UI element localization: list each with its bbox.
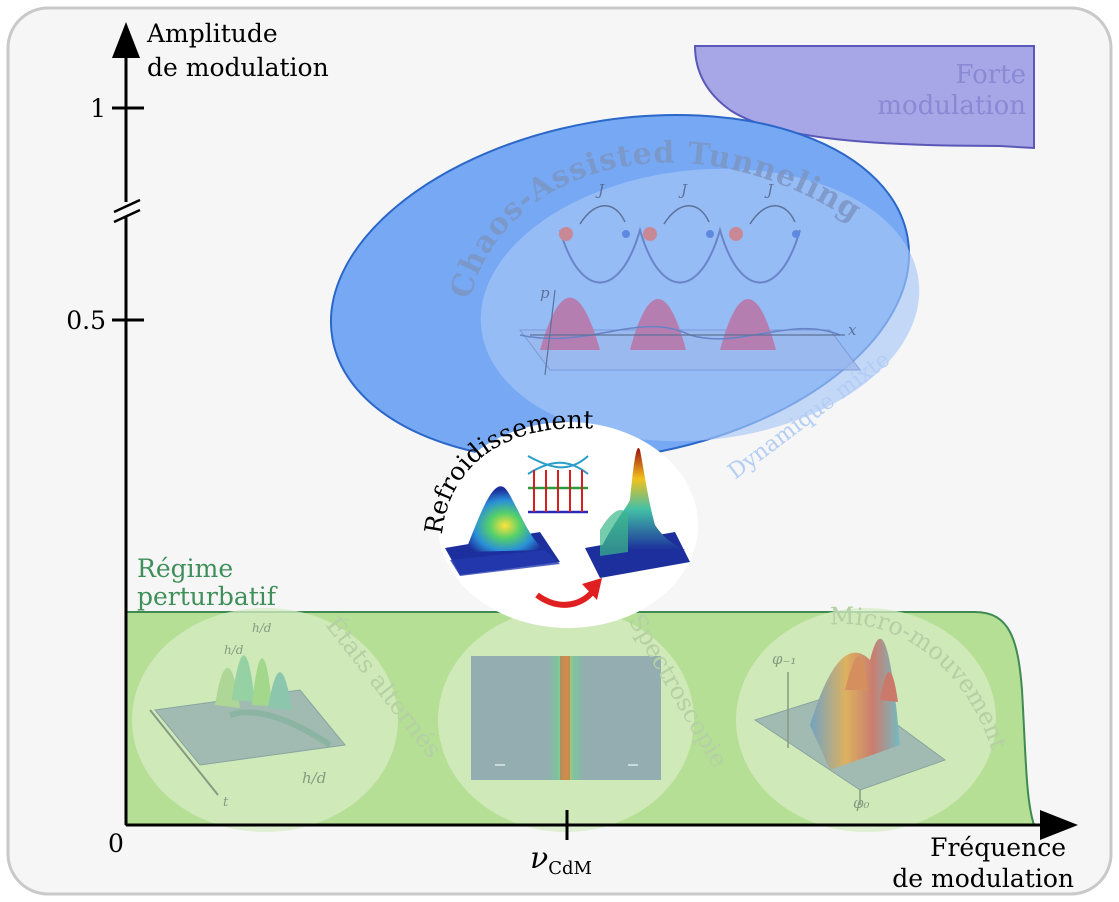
origin-label: 0 [108,829,124,858]
x-axis-label-2: de modulation [892,864,1074,893]
cooling-before-plot [445,486,560,576]
etats-plot: t h/d h/d h/d [149,621,346,810]
y-tick-05-label: 0.5 [66,306,106,335]
cat-j-3: J [764,181,774,199]
phi-m1-label: φ₋₁ [772,650,796,668]
forte-label: Forte [955,60,1026,90]
phi-0-label: φ₀ [853,794,870,812]
t-axis-label: t [223,795,229,810]
hd-label-1: h/d [224,643,244,657]
cooling-arrow-head [582,578,602,600]
cat-j-1: J [595,181,605,199]
spectro-image [471,656,661,780]
cat-phase-space-inset: p x [519,284,861,376]
cooling-after-plot [585,448,690,578]
y-axis-label-2: de modulation [147,53,329,82]
x-axis-arrow [1040,810,1078,840]
hd-label-3: h/d [302,769,326,787]
regime-label-2: perturbatif [137,582,278,611]
cat-p-label: p [540,284,550,302]
regime-label: Régime [137,554,233,583]
y-axis-label: Amplitude [146,19,278,48]
x-tick-cdm-label: νCdM [530,841,592,879]
y-axis-arrow [112,22,140,58]
cat-x-label: x [848,321,857,339]
forte-label-2: modulation [877,91,1026,121]
hd-label-2: h/d [252,621,272,635]
micro-plot: φ₋₁ φ₀ [753,638,947,812]
x-axis-label: Fréquence [930,833,1066,862]
cooling-level-diagram [527,455,589,514]
y-tick-1-label: 1 [90,94,106,123]
y-axis-break [113,198,141,224]
cat-lattice-inset: J J J [559,181,801,284]
dynamique-mixte-region [480,168,920,442]
cat-j-2: J [678,181,688,199]
